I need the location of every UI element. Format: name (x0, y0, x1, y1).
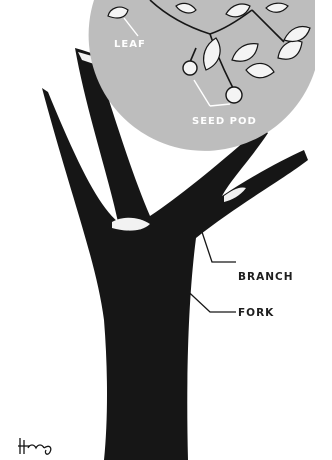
branch-label: BRANCH (238, 271, 294, 283)
fork-label: FORK (238, 307, 274, 319)
leaf-label: LEAF (114, 39, 146, 50)
branch-pointer (202, 232, 236, 262)
seed-pod-icon (183, 61, 197, 75)
inset-circle (89, 0, 315, 151)
seed-pod-label: SEED POD (192, 116, 257, 127)
leaf-inset: LEAF SEED POD (89, 0, 315, 151)
seed-pod-icon (226, 87, 242, 103)
artist-signature (18, 438, 51, 454)
